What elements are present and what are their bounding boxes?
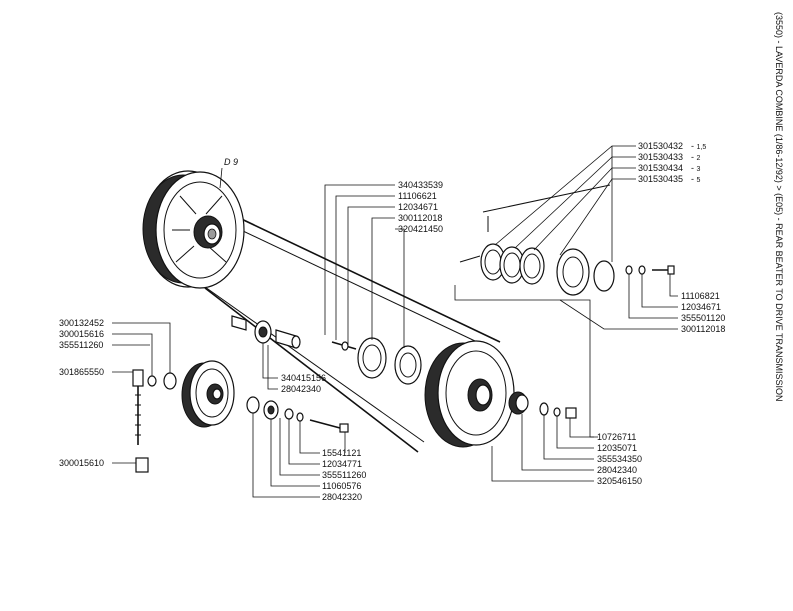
part-label: 28042320 <box>322 492 362 502</box>
leader-lines <box>112 145 678 498</box>
part-label: 11106621 <box>398 191 437 201</box>
part-label: 301865550 <box>59 367 104 377</box>
part-label: 12035071 <box>597 443 637 453</box>
part-label: 320546150 <box>597 476 642 486</box>
part-label: 355511260 <box>59 340 103 350</box>
part-label: 300015610 <box>59 458 104 468</box>
lower-washers <box>246 396 349 433</box>
large-drive-pulley <box>142 170 245 289</box>
part-label: 28042340 <box>281 384 321 394</box>
small-pulley <box>181 360 235 428</box>
shaft-and-bushings <box>231 315 301 349</box>
part-label: 301530432 <box>638 141 683 151</box>
part-label: 301530434 <box>638 163 683 173</box>
part-label: 355501120 <box>681 313 725 323</box>
part-label: 340433539 <box>398 180 443 190</box>
right-small-parts <box>508 391 577 419</box>
part-label: 28042340 <box>597 465 637 475</box>
part-label: 10726711 <box>597 432 636 442</box>
part-qty: - 1,5 <box>691 141 706 151</box>
centre-seals <box>331 337 422 385</box>
part-label: 355511260 <box>322 470 366 480</box>
page-title: (3550) - LAVERDA COMBINE (1/86-12/92) > … <box>774 12 784 402</box>
part-label: 12034771 <box>322 459 362 469</box>
part-qty: - 3 <box>691 163 701 173</box>
title-strip: (3550) - LAVERDA COMBINE (1/86-12/92) > … <box>774 12 784 402</box>
part-label: 11106821 <box>681 291 720 301</box>
part-label: 15541121 <box>322 448 361 458</box>
part-label: 12034671 <box>681 302 721 312</box>
part-label: 301530435 <box>638 174 683 184</box>
part-label: 355534350 <box>597 454 642 464</box>
part-label: 11060576 <box>322 481 361 491</box>
tension-rod <box>132 369 177 473</box>
drive-label: D 9 <box>224 157 238 167</box>
part-label: 300132452 <box>59 318 104 328</box>
part-label: 300112018 <box>681 324 725 334</box>
part-label: 340415156 <box>281 373 326 383</box>
part-label: 320421450 <box>398 224 443 234</box>
part-label: 300112018 <box>398 213 442 223</box>
part-qty: - 5 <box>691 174 701 184</box>
shim-stack <box>459 184 675 296</box>
part-label: 12034671 <box>398 202 438 212</box>
part-label: 300015616 <box>59 329 104 339</box>
large-driven-pulley <box>424 340 515 448</box>
part-labels: 340433539 11106621 12034671 300112018 32… <box>59 141 725 502</box>
part-label: 301530433 <box>638 152 683 162</box>
part-qty: - 2 <box>691 152 701 162</box>
